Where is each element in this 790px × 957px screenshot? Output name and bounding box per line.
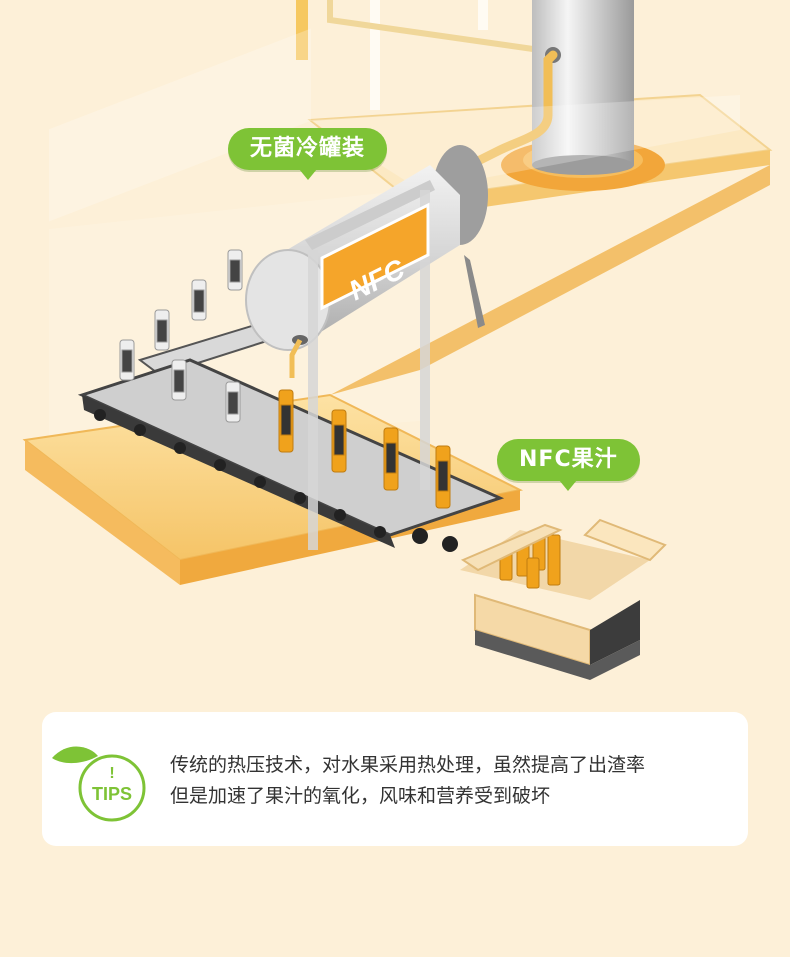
juice-bottle	[227, 249, 243, 291]
label-nfc-juice: NFC果汁	[497, 439, 640, 491]
tips-line-2: 但是加速了果汁的氧化，风味和营养受到破坏	[170, 785, 551, 807]
tips-badge: ! TIPS	[52, 746, 146, 822]
leaf-icon	[52, 746, 98, 764]
tips-card	[42, 712, 748, 846]
tips-badge-mark: !	[109, 765, 114, 782]
juice-bottle	[331, 409, 347, 473]
juice-bottle	[278, 389, 294, 453]
background-pipes	[296, 0, 541, 110]
juice-bottle	[383, 427, 399, 491]
juice-bottle	[171, 359, 187, 401]
tips-line-1: 传统的热压技术，对水果采用热处理，虽然提高了出渣率	[170, 754, 646, 776]
juice-bottle	[435, 445, 451, 509]
tips-text: 传统的热压技术，对水果采用热处理，虽然提高了出渣率 但是加速了果汁的氧化，风味和…	[170, 750, 740, 812]
tips-badge-label: TIPS	[92, 784, 132, 804]
filled-bottles	[278, 389, 451, 509]
empty-bottles	[119, 249, 243, 423]
juice-bottle	[154, 309, 170, 351]
factory-illustration: NFC	[22, 0, 773, 680]
label-aseptic-cold-filling: 无菌冷罐装	[228, 128, 388, 180]
juice-pipe	[465, 50, 558, 170]
nfc-gantry: NFC	[305, 180, 435, 550]
juice-bottle	[225, 381, 241, 423]
juice-bottle	[119, 339, 135, 381]
juice-bottle	[191, 279, 207, 321]
cardboard-box	[460, 518, 667, 680]
